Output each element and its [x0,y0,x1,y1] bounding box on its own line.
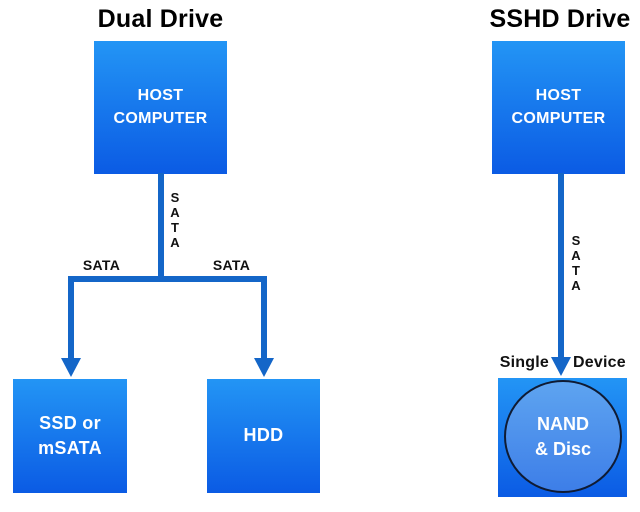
sata-char: A [571,278,581,293]
sata-char: T [572,263,580,278]
branch-line-ssd [68,276,74,360]
sata-char: T [171,220,179,235]
sata-char: A [571,248,581,263]
branch-line-hdd [261,276,267,360]
hdd-box: HDD [207,379,320,493]
host-computer-box-right: HOST COMPUTER [492,41,625,174]
nand-label-line2: & Disc [534,438,592,459]
host-label-line1: HOST [137,87,184,105]
arrow-down-icon [551,357,571,376]
dual-drive-diagram: Dual Drive HOST COMPUTER S A T A SATA SA… [13,5,320,493]
ssd-msata-box: SSD or mSATA [13,379,127,493]
ssd-label-line2: mSATA [38,438,102,458]
host-label-line1: HOST [535,87,582,105]
sata-label-left-branch: SATA [82,257,121,273]
sshd-drive-title: SSHD Drive [489,5,631,33]
arrow-down-icon [61,358,81,377]
sata-vertical-label-left: S A T A [166,190,184,250]
nand-disc-circle: NAND & Disc [504,380,622,493]
hdd-label: HDD [243,425,284,446]
host-label-line2: COMPUTER [113,109,208,127]
host-label-line2: COMPUTER [511,109,606,127]
device-label: Device [573,354,626,371]
ssd-label-line1: SSD or [39,412,101,433]
arrow-down-icon [254,358,274,377]
host-computer-box-left: HOST COMPUTER [94,41,227,174]
sata-char: S [170,190,180,205]
dual-drive-title: Dual Drive [97,5,224,33]
single-label: Single [499,354,549,371]
sata-trunk-line [158,173,164,279]
nand-label-line1: NAND [537,414,589,435]
sata-direct-line [558,173,564,359]
sata-vertical-label-right: S A T A [567,233,585,293]
sata-char: S [571,233,581,248]
sata-char: A [170,235,180,250]
sata-char: A [170,205,180,220]
sata-label-right-branch: SATA [212,257,251,273]
sata-split-line [68,276,267,282]
sshd-drive-diagram: SSHD Drive HOST COMPUTER S A T A Single … [340,0,640,512]
